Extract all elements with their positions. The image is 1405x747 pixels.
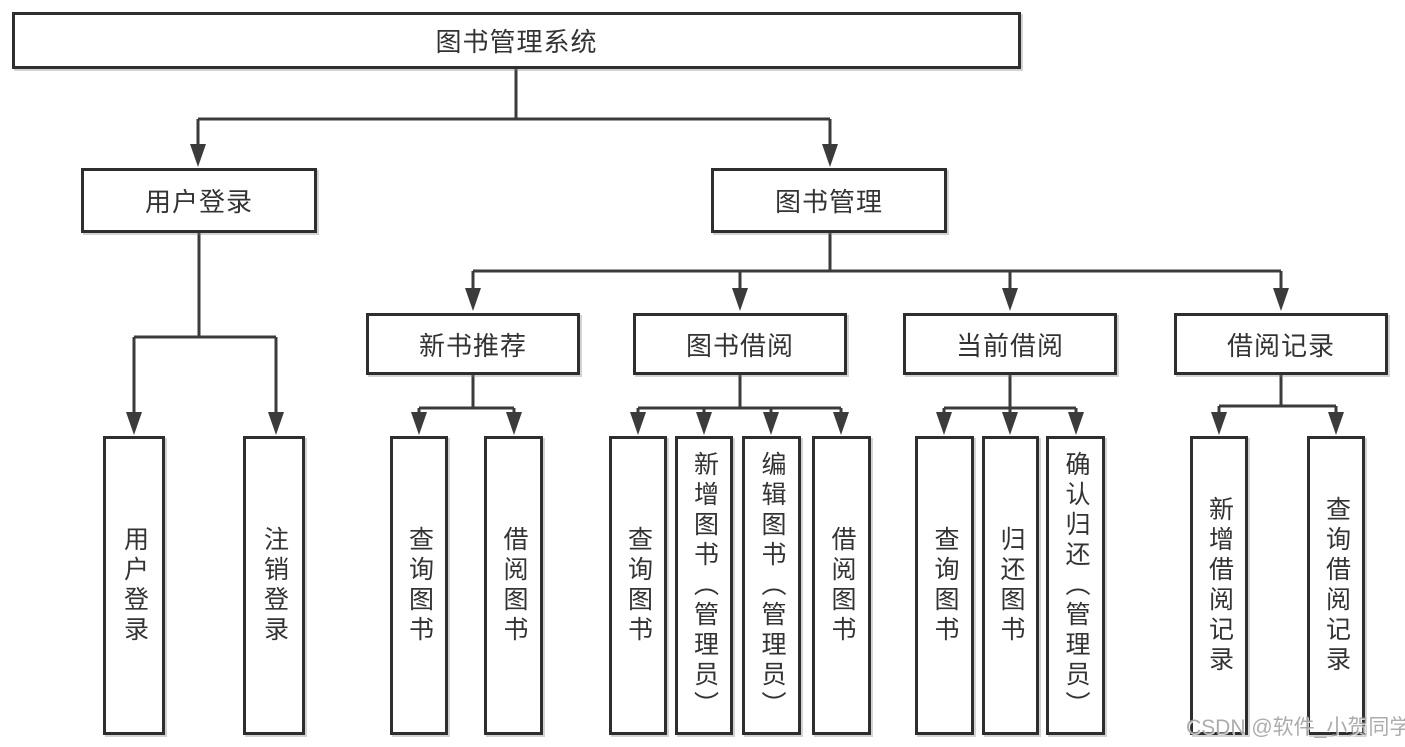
node-book-borrowing-label: 图书借阅: [685, 330, 794, 361]
leaf-query-books-recommend: 查询图书: [390, 436, 448, 735]
leaf-add-borrow-record-label: 新增借阅记录: [1205, 495, 1234, 676]
leaf-user-login: 用户登录: [103, 436, 165, 735]
leaf-add-book-admin-label: 新增图书（管理员）: [690, 450, 719, 721]
node-root: 图书管理系统: [12, 12, 1021, 69]
arrowhead: [411, 412, 427, 435]
leaf-confirm-return-admin: 确认归还（管理员）: [1046, 436, 1105, 735]
arrowhead: [1068, 412, 1084, 435]
arrowhead: [268, 412, 284, 435]
leaf-query-borrow-record-label: 查询借阅记录: [1322, 495, 1351, 676]
leaf-add-book-admin: 新增图书（管理员）: [675, 436, 733, 735]
leaf-confirm-return-admin-label: 确认归还（管理员）: [1062, 450, 1090, 721]
leaf-query-books-current-label: 查询图书: [931, 525, 959, 646]
leaf-query-books-borrowing-label: 查询图书: [624, 525, 653, 646]
leaf-query-borrow-record: 查询借阅记录: [1307, 436, 1365, 735]
leaf-edit-book-admin-label: 编辑图书（管理员）: [758, 450, 786, 721]
arrowhead: [126, 412, 142, 435]
node-user-login: 用户登录: [81, 168, 317, 233]
leaf-logout-label: 注销登录: [260, 525, 289, 646]
leaf-borrow-books-recommend-label: 借阅图书: [500, 525, 528, 646]
arrowhead: [833, 412, 849, 435]
leaf-query-books-current: 查询图书: [915, 436, 974, 735]
node-current-borrowing: 当前借阅: [903, 313, 1117, 375]
leaf-return-book-label: 归还图书: [997, 525, 1025, 646]
arrowhead: [465, 288, 481, 311]
arrowhead: [1273, 288, 1289, 311]
arrowhead: [822, 144, 838, 167]
node-user-login-label: 用户登录: [144, 187, 253, 217]
leaf-user-login-label: 用户登录: [120, 525, 149, 646]
node-book-borrowing: 图书借阅: [633, 313, 847, 375]
leaf-return-book: 归还图书: [982, 436, 1039, 735]
node-book-management: 图书管理: [711, 168, 947, 233]
arrowhead: [696, 412, 712, 435]
arrowhead: [190, 144, 206, 167]
leaf-borrow-books-recommend: 借阅图书: [484, 436, 543, 735]
node-borrow-records-label: 借阅记录: [1226, 330, 1335, 361]
arrowhead: [630, 412, 646, 435]
leaf-borrow-books: 借阅图书: [812, 436, 871, 735]
node-book-management-label: 图书管理: [774, 187, 883, 217]
arrowhead: [506, 412, 522, 435]
leaf-add-borrow-record: 新增借阅记录: [1190, 436, 1248, 735]
leaf-edit-book-admin: 编辑图书（管理员）: [742, 436, 801, 735]
node-root-label: 图书管理系统: [435, 27, 598, 57]
node-new-book-recommend: 新书推荐: [366, 313, 580, 375]
leaf-borrow-books-label: 借阅图书: [828, 525, 856, 646]
arrowhead: [763, 412, 779, 435]
node-new-book-recommend-label: 新书推荐: [418, 330, 527, 361]
watermark: CSDN @软件_小贺同学: [1186, 716, 1405, 739]
arrowhead: [936, 412, 952, 435]
arrowhead: [1002, 412, 1018, 435]
leaf-query-books-borrowing: 查询图书: [609, 436, 667, 735]
leaf-logout: 注销登录: [243, 436, 305, 735]
arrowhead: [1002, 288, 1018, 311]
arrowhead: [732, 288, 748, 311]
node-current-borrowing-label: 当前借阅: [955, 330, 1064, 361]
node-borrow-records: 借阅记录: [1174, 313, 1388, 375]
arrowhead: [1328, 412, 1344, 435]
arrowhead: [1211, 412, 1227, 435]
leaf-query-books-recommend-label: 查询图书: [405, 525, 434, 646]
